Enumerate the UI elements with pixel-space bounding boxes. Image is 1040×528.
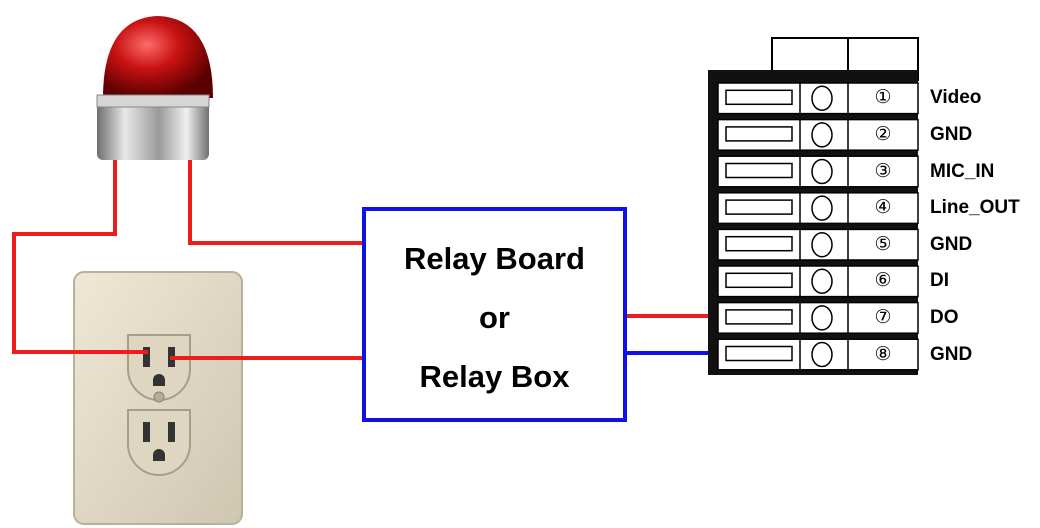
terminal-wire-slot (725, 309, 793, 325)
pin-label: GND (930, 343, 973, 365)
terminal-block (708, 37, 919, 375)
pin-label: MIC_IN (930, 160, 995, 182)
terminal-wire-slot (725, 272, 793, 289)
pin-label: DO (930, 306, 959, 328)
relay-label-line1: Relay Board (404, 241, 585, 276)
relay-label-line2: or (479, 300, 510, 335)
pin-number: ⑤ (874, 232, 892, 255)
terminal-pin-rows (717, 82, 919, 371)
warning-light (96, 16, 213, 160)
wall-outlet (73, 271, 243, 525)
terminal-wire-slot (725, 162, 793, 179)
warning-light-dome (103, 16, 213, 98)
pin-number: ② (874, 122, 892, 145)
warning-light-base (97, 95, 209, 160)
pin-label: DI (930, 270, 949, 292)
pin-number: ⑥ (874, 269, 892, 292)
terminal-screw-icon (811, 158, 833, 185)
outlet-lower-slot-right (168, 422, 175, 442)
outlet-upper-ground (153, 374, 165, 386)
terminal-screw-icon (811, 195, 833, 221)
relay-board-box: Relay Board or Relay Box (362, 207, 627, 422)
pin-number: ① (874, 86, 892, 109)
terminal-wire-slot (725, 235, 793, 252)
pin-number: ④ (874, 196, 892, 219)
terminal-screw-icon (811, 231, 833, 258)
pin-number: ⑦ (874, 305, 892, 328)
terminal-wire-slot (725, 199, 793, 215)
pin-number: ⑧ (874, 342, 892, 365)
pin-number: ③ (874, 159, 892, 182)
outlet-upper-slot-left (143, 347, 150, 367)
outlet-lower-receptacle (127, 409, 191, 476)
outlet-screw (153, 391, 165, 403)
warning-light-ring (96, 94, 210, 108)
terminal-screw-icon (811, 268, 833, 295)
pin-label: GND (930, 123, 973, 145)
terminal-screw-icon (811, 305, 833, 331)
pin-label: GND (930, 233, 973, 255)
outlet-lower-ground (153, 449, 165, 461)
terminal-screw-icon (811, 341, 833, 368)
terminal-wire-slot (725, 126, 793, 142)
terminal-wire-slot (725, 345, 793, 362)
terminal-screw-icon (811, 85, 833, 112)
terminal-wire-slot (725, 89, 793, 106)
outlet-lower-slot-left (143, 422, 150, 442)
pin-label: Line_OUT (930, 197, 1020, 219)
terminal-screw-icon (811, 122, 833, 148)
relay-label-line3: Relay Box (419, 359, 570, 394)
wire-light-to-relay (188, 160, 362, 245)
outlet-upper-receptacle (127, 334, 191, 401)
wire-light-to-outlet (12, 160, 148, 354)
pin-label: Video (930, 87, 982, 109)
